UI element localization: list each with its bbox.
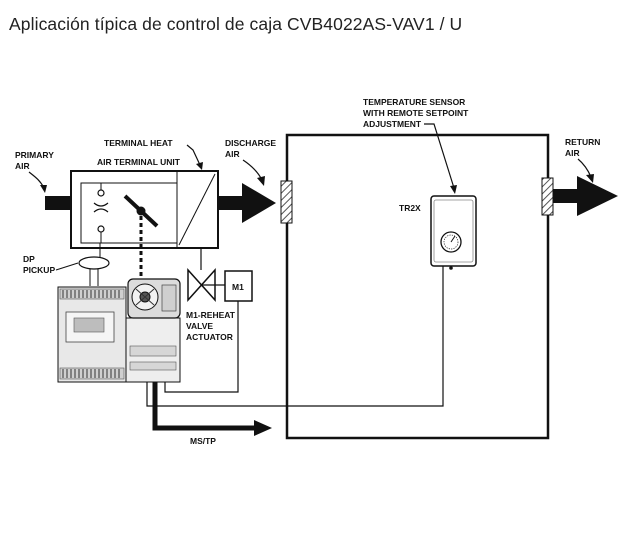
dp-pickup-label: DP bbox=[23, 254, 35, 264]
reheat-valve-label-1: M1-REHEAT bbox=[186, 310, 236, 320]
m1-wire bbox=[164, 301, 239, 393]
return-arrow-head bbox=[577, 176, 618, 216]
terminal-heat-label: TERMINAL HEAT bbox=[104, 138, 173, 148]
damper-actuator bbox=[127, 278, 181, 319]
discharge-air-label-2: AIR bbox=[225, 149, 240, 159]
damper-pivot bbox=[136, 206, 146, 216]
discharge-arrow-head bbox=[242, 183, 276, 223]
setpoint-dial-inner bbox=[443, 234, 459, 250]
dp-pickup-leader bbox=[55, 262, 79, 271]
m1-label: M1 bbox=[232, 282, 244, 292]
reheat-valve-label-2: VALVE bbox=[186, 321, 213, 331]
ms-tp-bus bbox=[152, 382, 255, 431]
temp-sensor-pointer-head bbox=[450, 185, 457, 194]
flow-arc-2 bbox=[93, 208, 109, 213]
setpoint-dial-needle bbox=[450, 235, 456, 243]
primary-air-pointer-head bbox=[40, 185, 47, 193]
dp-pickup-loop bbox=[78, 256, 110, 270]
discharge-grille bbox=[280, 180, 293, 224]
primary-air-label: PRIMARY bbox=[15, 150, 54, 160]
coil-diagonal bbox=[178, 173, 216, 246]
terminal-heat-pointer bbox=[186, 144, 201, 166]
primary-air-duct bbox=[45, 196, 71, 210]
dp-pickup-label-2: PICKUP bbox=[23, 265, 55, 275]
discharge-duct bbox=[218, 196, 244, 210]
return-grille bbox=[541, 177, 554, 216]
terminal-heat-pointer-head bbox=[196, 162, 203, 170]
temp-sensor-pointer bbox=[424, 123, 455, 189]
return-air-label: RETURN bbox=[565, 137, 600, 147]
primary-air-label-2: AIR bbox=[15, 161, 30, 171]
tr2x-label: TR2X bbox=[399, 203, 421, 213]
sensor-inner-panel bbox=[433, 199, 474, 263]
return-air-pointer bbox=[577, 158, 592, 178]
sensor-connector bbox=[449, 266, 453, 270]
page-title: Aplicación típica de control de caja CVB… bbox=[9, 14, 463, 34]
controller bbox=[57, 286, 181, 383]
ms-tp-label: MS/TP bbox=[190, 436, 216, 446]
sensor-wire bbox=[146, 266, 444, 407]
temperature-sensor bbox=[430, 195, 477, 267]
room-box bbox=[285, 133, 550, 440]
air-terminal-unit-label: AIR TERMINAL UNIT bbox=[97, 157, 181, 167]
return-air-label-2: AIR bbox=[565, 148, 580, 158]
reheat-valve-label-3: ACTUATOR bbox=[186, 332, 233, 342]
discharge-air-label: DISCHARGE bbox=[225, 138, 276, 148]
return-air-pointer-head bbox=[586, 174, 594, 183]
flow-arc-1 bbox=[93, 202, 109, 207]
ms-tp-arrow-head bbox=[254, 420, 272, 436]
temp-sensor-label-1: TEMPERATURE SENSOR bbox=[363, 97, 465, 107]
return-duct bbox=[553, 189, 579, 203]
m1-actuator bbox=[224, 270, 253, 302]
discharge-air-pointer-head bbox=[257, 176, 265, 186]
temp-sensor-label-2: WITH REMOTE SETPOINT bbox=[363, 108, 469, 118]
discharge-air-pointer bbox=[242, 159, 263, 181]
temp-sensor-label-3: ADJUSTMENT bbox=[363, 119, 422, 129]
